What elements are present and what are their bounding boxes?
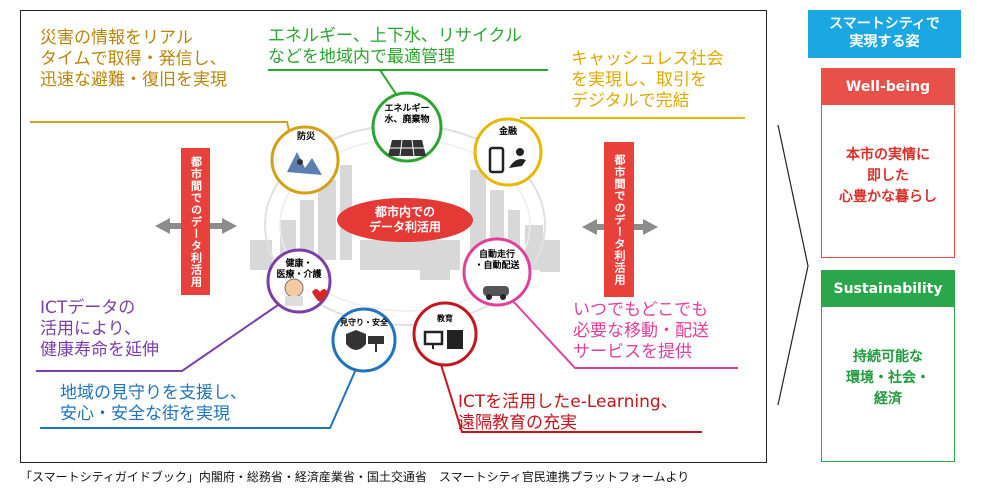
sustainability-title: Sustainability <box>822 271 954 307</box>
node-label-bousai: 防災 <box>296 132 315 142</box>
car-icon <box>483 286 509 300</box>
sustainability-panel: Sustainability 持続可能な 環境・社会・ 経済 <box>821 270 955 462</box>
node-bousai <box>270 125 340 195</box>
annotation-education: ICTを活用したe-Learning、 遠隔教育の充実 <box>458 392 678 433</box>
annotation-health: ICTデータの 活用により、 健康寿命を延伸 <box>40 298 159 360</box>
center-data-label: 都市内での データ利活用 <box>337 198 473 242</box>
node-education <box>412 301 478 367</box>
computer-school-icon <box>423 330 463 349</box>
annotation-bousai: 災害の情報をリアル タイムで取得・発信し、 迅速な避難・復旧を実現 <box>40 28 227 90</box>
node-energy <box>371 91 443 163</box>
node-label-mobility: 自動走行 ・自動配送 <box>474 250 520 271</box>
right-intercity-banner: 都市間でのデータ利活用 <box>604 142 634 297</box>
connector-mobility <box>511 299 738 369</box>
node-label-health: 健康・ 医療・介護 <box>276 259 322 280</box>
solar-panel-icon <box>388 139 426 157</box>
smartphone-payment-icon <box>488 146 526 174</box>
node-label-education: 教育 <box>437 314 453 323</box>
wellbeing-body: 本市の実情に 即した 心豊かな暮らし <box>839 147 937 205</box>
node-label-mimamori: 見守り・安全 <box>340 318 388 327</box>
annotation-finance: キャッシュレス社会 を実現し、取引を デジタルで完結 <box>571 49 724 111</box>
sustainability-body: 持続可能な 環境・社会・ 経済 <box>846 349 930 407</box>
connector-bousai <box>30 121 291 136</box>
source-caption: 「スマートシティガイドブック」内閣府・総務省・経済産業省・国土交通省 スマートシ… <box>20 470 690 484</box>
doctor-heart-icon <box>284 278 328 306</box>
annotation-mimamori: 地域の見守りを支援し、 安心・安全な街を実現 <box>60 383 247 424</box>
chevron-arrow-icon <box>777 124 809 406</box>
wellbeing-title: Well-being <box>822 69 954 105</box>
connector-health <box>36 304 279 372</box>
left-intercity-banner: 都市間でのデータ利活用 <box>181 148 210 295</box>
node-label-finance: 金融 <box>498 127 517 137</box>
shield-camera-icon <box>346 330 384 352</box>
annotation-energy: エネルギー、上下水、リサイクル などを地域内で最適管理 <box>268 26 522 67</box>
vision-header: スマートシティで 実現する姿 <box>808 10 961 58</box>
connector-mimamori <box>40 359 361 429</box>
connector-education <box>437 354 702 433</box>
annotation-mobility: いつでもどこでも 必要な移動・配送 サービスを提供 <box>573 300 709 362</box>
node-mobility <box>462 237 532 307</box>
wellbeing-panel: Well-being 本市の実情に 即した 心豊かな暮らし <box>821 68 955 258</box>
node-label-energy: エネルギー 水、廃棄物 <box>384 104 430 125</box>
disaster-icon <box>287 152 322 175</box>
node-finance <box>473 117 543 187</box>
